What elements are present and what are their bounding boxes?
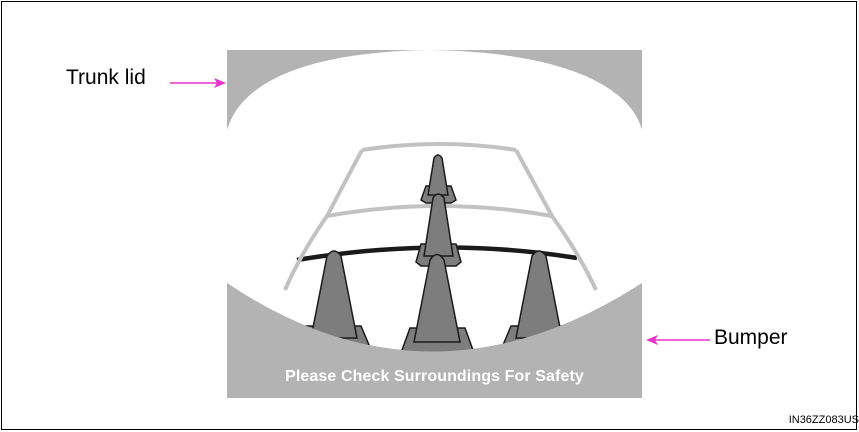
bumper-label: Bumper xyxy=(714,326,788,350)
trunk-lid-label: Trunk lid xyxy=(66,66,146,90)
trunk-lid-arrow xyxy=(170,78,226,88)
bumper-arrow xyxy=(646,335,710,345)
safety-message: Please Check Surroundings For Safety xyxy=(226,368,643,386)
figure-code: IN36ZZ083US xyxy=(789,414,859,426)
